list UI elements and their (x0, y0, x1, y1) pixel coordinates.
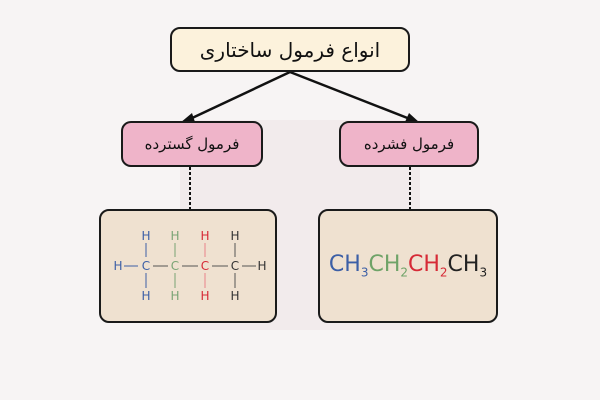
condensed-formula-card: CH3CH2CH2CH3 (318, 209, 498, 323)
group-3: CH2 (408, 252, 448, 280)
title-text: انواع فرمول ساختاری (199, 37, 381, 62)
group-4: CH3 (447, 252, 488, 280)
svg-text:H: H (230, 229, 239, 243)
expanded-structure: H C H H C H H C H H C H H H (113, 229, 266, 303)
svg-text:H: H (141, 229, 150, 243)
svg-text:H: H (170, 289, 179, 303)
svg-text:H: H (257, 259, 266, 273)
svg-text:H: H (113, 259, 122, 273)
svg-text:H: H (170, 229, 179, 243)
condensed-formula-node: فرمول فشرده (339, 121, 479, 167)
svg-text:C: C (201, 259, 209, 273)
group-1: CH3 (328, 252, 369, 280)
svg-text:H: H (200, 229, 209, 243)
svg-text:H: H (200, 289, 209, 303)
svg-text:H: H (141, 289, 150, 303)
expanded-formula-node: فرمول گسترده (121, 121, 263, 167)
svg-text:C: C (231, 259, 239, 273)
diagram-title: انواع فرمول ساختاری (170, 27, 410, 72)
group-2: CH2 (368, 252, 408, 280)
svg-text:C: C (171, 259, 179, 273)
svg-text:H: H (230, 289, 239, 303)
expanded-formula-card: H C H H C H H C H H C H H H (99, 209, 277, 323)
condensed-formula: CH3CH2CH2CH3 (329, 252, 487, 279)
expanded-formula-label: فرمول گسترده (144, 135, 240, 153)
svg-text:C: C (142, 259, 150, 273)
condensed-formula-label: فرمول فشرده (363, 135, 455, 153)
